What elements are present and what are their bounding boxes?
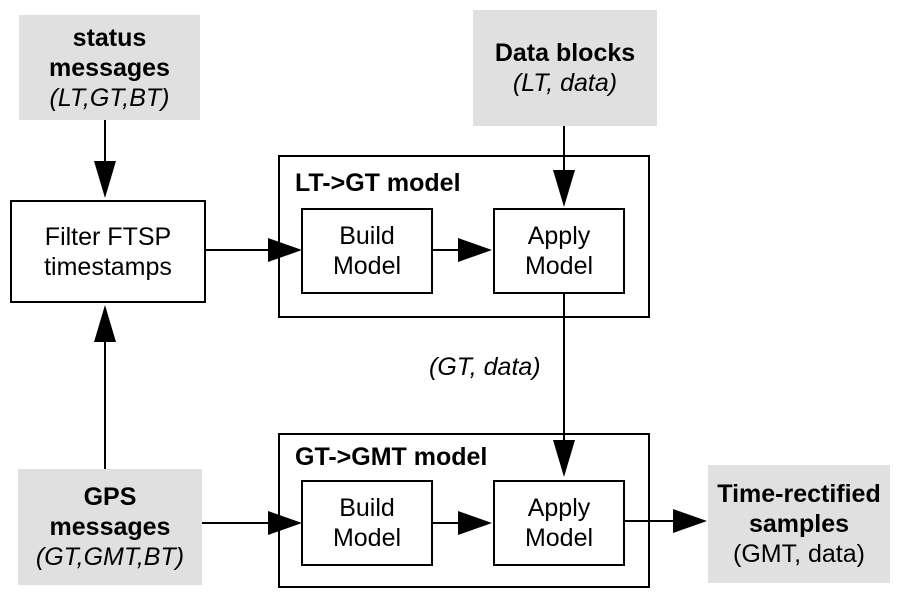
time-rectified-params: (GMT, data) <box>733 540 865 568</box>
data-blocks-line1: Data blocks <box>494 39 636 67</box>
node-gmt-apply-model: Apply Model <box>493 480 625 566</box>
gmt-apply-line2: Model <box>524 524 594 552</box>
status-messages-params: (LT,GT,BT) <box>49 83 170 112</box>
time-rectified-line1: Time-rectified <box>717 480 881 508</box>
lt-apply-line2: Model <box>524 252 594 280</box>
gps-messages-params: (GT,GMT,BT) <box>35 543 185 571</box>
time-rectified-line2: samples <box>748 510 850 538</box>
lt-build-line1: Build <box>339 222 395 250</box>
gps-messages-line2: messages <box>49 513 171 541</box>
lt-apply-line1: Apply <box>527 222 591 250</box>
lt-gt-model-title: LT->GT model <box>295 169 461 197</box>
node-data-blocks: Data blocks (LT, data) <box>473 10 657 126</box>
node-lt-apply-model: Apply Model <box>493 208 625 294</box>
node-gmt-build-model: Build Model <box>301 480 433 566</box>
gt-data-flow-label: (GT, data) <box>429 353 541 381</box>
data-blocks-params: (LT, data) <box>512 69 618 97</box>
lt-build-line2: Model <box>332 252 402 280</box>
node-time-rectified-samples: Time-rectified samples (GMT, data) <box>708 465 890 583</box>
node-status-messages: status messages (LT,GT,BT) <box>19 15 200 120</box>
status-messages-line2: messages <box>49 53 170 82</box>
gmt-build-line1: Build <box>339 494 395 522</box>
gmt-apply-line1: Apply <box>527 494 591 522</box>
arrow-status-to-filter <box>94 120 116 198</box>
node-filter-ftsp-timestamps: Filter FTSP timestamps <box>10 200 206 303</box>
status-messages-line1: status <box>72 23 147 52</box>
node-gps-messages: GPS messages (GT,GMT,BT) <box>18 469 202 585</box>
filter-ftsp-line2: timestamps <box>44 252 172 281</box>
gmt-build-line2: Model <box>332 524 402 552</box>
gt-gmt-model-title: GT->GMT model <box>295 443 488 471</box>
gps-messages-line1: GPS <box>83 483 137 511</box>
arrow-gps-to-filter <box>94 305 116 469</box>
node-lt-build-model: Build Model <box>301 208 433 294</box>
filter-ftsp-line1: Filter FTSP <box>44 222 172 251</box>
